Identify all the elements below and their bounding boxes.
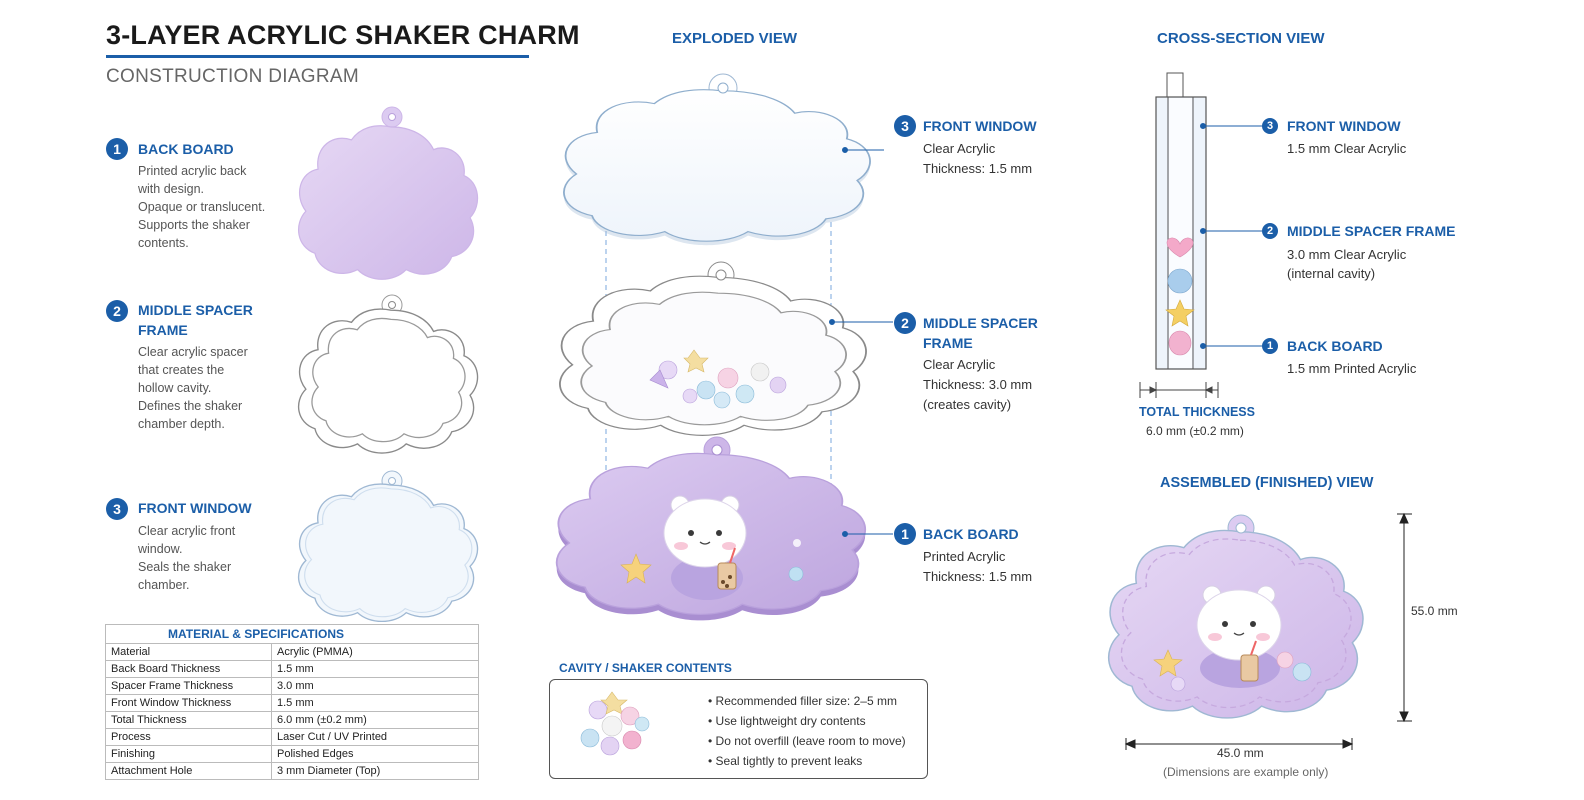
assembled-charm xyxy=(1107,514,1365,720)
exploded-leaders xyxy=(829,147,893,537)
exploded-callout-1-details: Printed Acrylic Thickness: 1.5 mm xyxy=(923,549,1033,584)
exploded-callout-2-badge: 2 xyxy=(894,312,916,334)
layer-2-title: MIDDLE SPACER FRAME xyxy=(138,302,253,338)
title-underline xyxy=(106,55,529,58)
cross-section-title: CROSS-SECTION VIEW xyxy=(1157,30,1325,47)
front-window-thumbnail xyxy=(297,470,479,623)
exploded-callout-1-title: BACK BOARD xyxy=(923,526,1019,542)
cavity-box xyxy=(549,679,928,779)
cross-section-drawing xyxy=(1155,72,1207,370)
list-item: Seal tightly to prevent leaks xyxy=(708,751,906,771)
assembled-height-label: 55.0 mm xyxy=(1411,604,1458,618)
cs-callout-1-badge: 1 xyxy=(1262,338,1278,354)
layer-3-title: FRONT WINDOW xyxy=(138,500,252,516)
back-board-thumbnail xyxy=(297,106,479,281)
exploded-callout-3-details: Clear Acrylic Thickness: 1.5 mm xyxy=(923,141,1033,176)
cs-callout-3-title: FRONT WINDOW xyxy=(1287,118,1401,134)
layer-2-number-badge: 2 xyxy=(106,300,128,322)
shaker-filler-pieces xyxy=(649,349,787,409)
cs-callout-3-badge: 3 xyxy=(1262,118,1278,134)
cs-callout-2-title: MIDDLE SPACER FRAME xyxy=(1287,223,1456,239)
layer-1-description: Printed acrylic back with design. Opaque… xyxy=(138,164,266,250)
layer-2-description: Clear acrylic spacer that creates the ho… xyxy=(138,345,248,431)
exploded-back-board xyxy=(555,436,867,621)
cs-callout-1-details: 1.5 mm Printed Acrylic xyxy=(1287,361,1417,376)
spacer-frame-thumbnail xyxy=(297,294,479,454)
total-thickness-label: TOTAL THICKNESS xyxy=(1139,405,1255,419)
cavity-filler-cluster xyxy=(580,691,650,756)
exploded-callout-2-title: MIDDLE SPACER FRAME xyxy=(923,315,1038,351)
list-item: Use lightweight dry contents xyxy=(708,711,906,731)
cs-callout-1-title: BACK BOARD xyxy=(1287,338,1383,354)
cavity-title: CAVITY / SHAKER CONTENTS xyxy=(559,661,732,675)
cs-callout-3-details: 1.5 mm Clear Acrylic xyxy=(1287,141,1407,156)
specifications-title: MATERIAL & SPECIFICATIONS xyxy=(105,624,479,644)
exploded-callout-3-badge: 3 xyxy=(894,115,916,137)
layer-3-number-badge: 3 xyxy=(106,498,128,520)
page-subtitle: CONSTRUCTION DIAGRAM xyxy=(106,66,359,87)
list-item: Do not overfill (leave room to move) xyxy=(708,731,906,751)
exploded-callout-2-details: Clear Acrylic Thickness: 3.0 mm (creates… xyxy=(923,357,1033,412)
cs-callout-2-details: 3.0 mm Clear Acrylic (internal cavity) xyxy=(1287,247,1407,281)
cavity-list: Recommended filler size: 2–5 mm Use ligh… xyxy=(708,691,906,771)
layer-3-description: Clear acrylic front window. Seals the sh… xyxy=(138,524,236,592)
exploded-front-window xyxy=(562,73,872,246)
assembled-dimensions-note: (Dimensions are example only) xyxy=(1163,765,1329,779)
exploded-callout-1-badge: 1 xyxy=(894,523,916,545)
exploded-callout-3-title: FRONT WINDOW xyxy=(923,118,1037,134)
total-thickness-dimension xyxy=(1139,382,1219,398)
cross-section-leaders xyxy=(1200,123,1262,349)
assembled-width-label: 45.0 mm xyxy=(1217,746,1264,760)
total-thickness-value: 6.0 mm (±0.2 mm) xyxy=(1146,424,1244,438)
exploded-view-title: EXPLODED VIEW xyxy=(672,30,798,47)
page-title: 3-LAYER ACRYLIC SHAKER CHARM xyxy=(106,20,580,50)
list-item: Recommended filler size: 2–5 mm xyxy=(708,691,906,711)
layer-1-title: BACK BOARD xyxy=(138,141,234,157)
cs-callout-2-badge: 2 xyxy=(1262,223,1278,239)
layer-1-number-badge: 1 xyxy=(106,138,128,160)
exploded-spacer-frame xyxy=(558,261,868,437)
assembled-dimensions xyxy=(1124,512,1412,750)
assembled-view-title: ASSEMBLED (FINISHED) VIEW xyxy=(1160,475,1374,491)
bear-character xyxy=(663,495,747,600)
